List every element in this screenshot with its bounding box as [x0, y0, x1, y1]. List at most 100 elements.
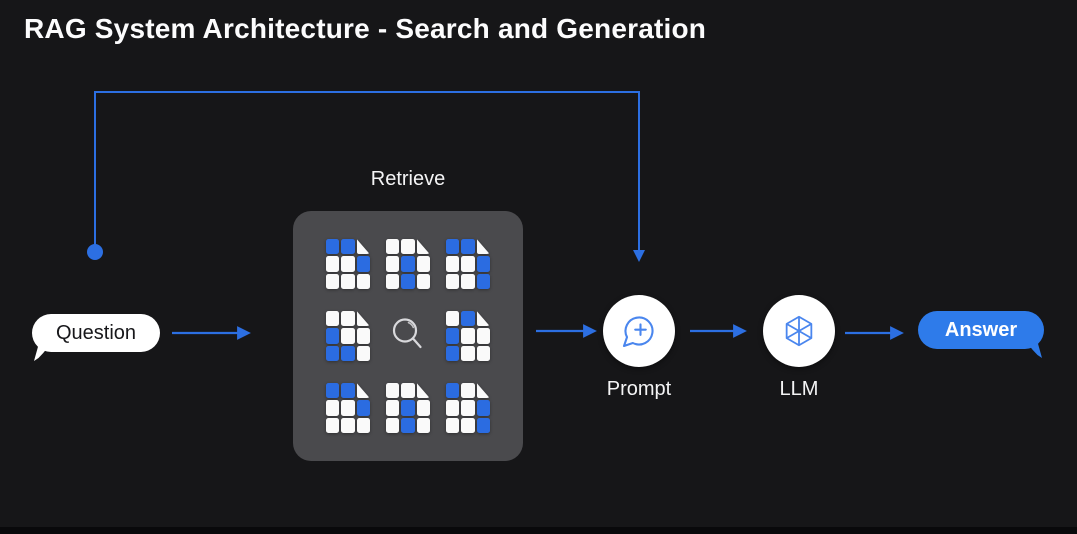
- doc-cell: [461, 400, 475, 416]
- retrieve-label: Retrieve: [370, 168, 446, 190]
- answer-bubble: Answer: [918, 311, 1044, 358]
- doc-folded-corner: [476, 383, 490, 399]
- doc-cell: [341, 328, 355, 344]
- doc-cell: [326, 400, 340, 416]
- document-icon: [326, 311, 370, 361]
- prompt-node: [603, 295, 675, 367]
- doc-cell: [356, 328, 370, 344]
- doc-cell: [446, 256, 460, 272]
- doc-cell: [326, 417, 340, 433]
- doc-cell: [476, 345, 490, 361]
- doc-cell: [476, 400, 490, 416]
- doc-cell: [461, 256, 475, 272]
- doc-cell: [416, 417, 430, 433]
- cube-icon: [785, 315, 813, 347]
- bottom-strip: [0, 527, 1077, 534]
- doc-cell: [446, 417, 460, 433]
- doc-cell: [341, 400, 355, 416]
- doc-cell: [326, 328, 340, 344]
- doc-cell: [401, 417, 415, 433]
- doc-cell: [341, 273, 355, 289]
- doc-cell: [401, 383, 415, 399]
- doc-cell: [386, 256, 400, 272]
- document-icon: [446, 383, 490, 433]
- doc-cell: [416, 256, 430, 272]
- doc-cell: [356, 256, 370, 272]
- doc-cell: [341, 239, 355, 255]
- page-title: RAG System Architecture - Search and Gen…: [24, 13, 707, 44]
- doc-cell: [401, 239, 415, 255]
- doc-cell: [341, 345, 355, 361]
- doc-cell: [461, 328, 475, 344]
- doc-cell: [446, 311, 460, 327]
- answer-bubble-tail: [1027, 343, 1042, 358]
- doc-cell: [326, 345, 340, 361]
- retrieve-box: [293, 211, 523, 461]
- doc-cell: [446, 383, 460, 399]
- doc-cell: [341, 383, 355, 399]
- document-icon: [446, 239, 490, 289]
- message-plus-icon: [622, 316, 654, 348]
- doc-cell: [416, 273, 430, 289]
- doc-cell: [446, 239, 460, 255]
- doc-cell: [386, 273, 400, 289]
- doc-cell: [386, 417, 400, 433]
- doc-cell: [401, 400, 415, 416]
- doc-cell: [401, 273, 415, 289]
- document-grid: [293, 211, 523, 461]
- doc-cell: [476, 273, 490, 289]
- doc-cell: [386, 383, 400, 399]
- doc-folded-corner: [356, 311, 370, 327]
- doc-folded-corner: [356, 383, 370, 399]
- question-label: Question: [55, 321, 137, 344]
- question-bubble-tail: [34, 346, 49, 361]
- llm-label: LLM: [779, 378, 819, 400]
- doc-cell: [461, 239, 475, 255]
- doc-folded-corner: [476, 311, 490, 327]
- doc-cell: [461, 383, 475, 399]
- document-icon: [446, 311, 490, 361]
- doc-cell: [341, 311, 355, 327]
- search-icon-glyph: [392, 318, 422, 349]
- doc-folded-corner: [356, 239, 370, 255]
- doc-cell: [326, 239, 340, 255]
- doc-cell: [401, 256, 415, 272]
- doc-cell: [386, 400, 400, 416]
- doc-cell: [461, 417, 475, 433]
- doc-cell: [446, 345, 460, 361]
- search-icon: [386, 311, 430, 361]
- document-icon: [326, 383, 370, 433]
- prompt-label: Prompt: [606, 378, 672, 400]
- doc-cell: [326, 273, 340, 289]
- doc-cell: [356, 400, 370, 416]
- doc-folded-corner: [416, 383, 430, 399]
- doc-folded-corner: [476, 239, 490, 255]
- doc-cell: [341, 417, 355, 433]
- doc-cell: [461, 311, 475, 327]
- doc-cell: [446, 328, 460, 344]
- answer-label: Answer: [944, 318, 1018, 341]
- doc-cell: [461, 273, 475, 289]
- doc-cell: [341, 256, 355, 272]
- doc-cell: [356, 273, 370, 289]
- doc-folded-corner: [416, 239, 430, 255]
- document-icon: [386, 383, 430, 433]
- doc-cell: [326, 311, 340, 327]
- doc-cell: [476, 328, 490, 344]
- document-icon: [386, 239, 430, 289]
- doc-cell: [476, 417, 490, 433]
- doc-cell: [386, 239, 400, 255]
- doc-cell: [326, 256, 340, 272]
- doc-cell: [446, 273, 460, 289]
- doc-cell: [356, 417, 370, 433]
- doc-cell: [416, 400, 430, 416]
- bypass-connector-dot: [87, 244, 103, 260]
- doc-cell: [326, 383, 340, 399]
- question-bubble: Question: [32, 314, 160, 361]
- document-icon: [326, 239, 370, 289]
- doc-cell: [476, 256, 490, 272]
- doc-cell: [446, 400, 460, 416]
- doc-cell: [461, 345, 475, 361]
